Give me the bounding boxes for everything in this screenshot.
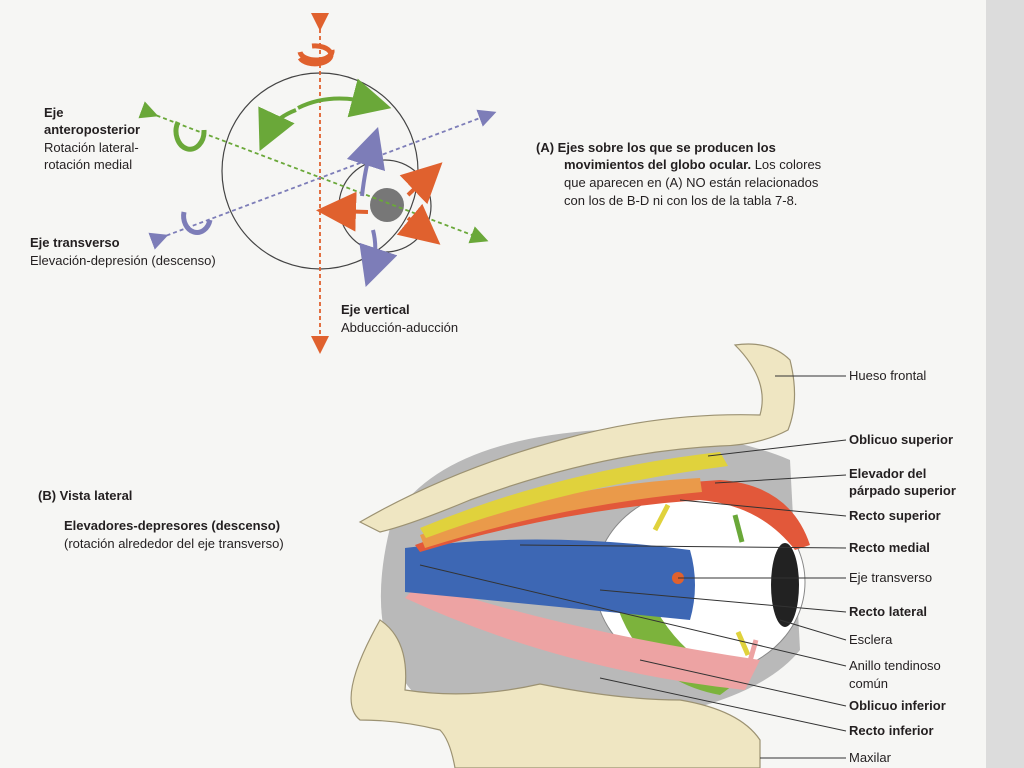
transverse-axis-desc: Elevación-depresión (descenso) (30, 253, 216, 268)
label-recto-medial: Recto medial (849, 540, 930, 555)
panel-b-title: (B) Vista lateral (38, 488, 133, 503)
label-eje-transverso: Eje transverso (849, 570, 933, 585)
label-anillo-line2: común (849, 676, 889, 691)
orange-arrow-left (316, 191, 369, 232)
label-anillo-line1: Anillo tendinoso (849, 658, 941, 673)
ap-axis-desc-line1: Rotación lateral- (44, 140, 139, 155)
green-arc-arrow-top (297, 78, 392, 118)
caption-line1: (A) Ejes sobre los que se producen los (536, 140, 776, 155)
superior-rectus-muscle (415, 480, 810, 552)
label-oblicuo-inferior: Oblicuo inferior (849, 698, 946, 713)
green-arc-arrow-left (258, 106, 297, 152)
label-leader-lines (419, 375, 847, 759)
vertical-axis-desc: Abducción-aducción (341, 320, 459, 335)
transverse-rotation-icon (181, 211, 213, 235)
elevation-arrow-1 (652, 503, 671, 532)
caption-line2-bold: movimientos del globo ocular. (564, 157, 752, 172)
vertical-axis-title: Eje vertical (341, 302, 410, 317)
purple-arc-arrow-bottom (359, 229, 398, 287)
lateral-rectus-muscle (405, 539, 695, 620)
superior-oblique-muscle (420, 452, 728, 538)
orange-arrow-down (396, 203, 441, 245)
purple-arc-arrow-top (346, 126, 385, 197)
caption-line2: movimientos del globo ocular. Los colore… (564, 157, 821, 173)
label-oblicuo-superior: Oblicuo superior (849, 432, 954, 447)
cornea (771, 543, 799, 627)
label-recto-lateral: Recto lateral (849, 604, 928, 619)
caption-line2-rest: Los colores (751, 157, 822, 172)
ap-axis-title-line2: anteroposterior (44, 122, 141, 137)
label-recto-superior: Recto superior (849, 508, 941, 523)
levator-palpebrae-muscle (420, 478, 702, 548)
panel-b-subtitle-bold: Elevadores-depresores (descenso) (64, 518, 281, 533)
transverse-axis-title: Eje transverso (30, 235, 120, 250)
orange-arrow-right (399, 162, 443, 205)
label-elevador-line1: Elevador del (849, 466, 927, 481)
panel-b-subtitle: (rotación alrededor del eje transverso) (64, 536, 284, 551)
frontal-bone (358, 343, 796, 533)
maxillary-bone (350, 619, 761, 768)
ap-axis-title-line1: Eje (44, 105, 64, 120)
label-recto-inferior: Recto inferior (849, 723, 934, 738)
elevation-arrow-2 (732, 514, 745, 543)
inferior-rectus-muscle (405, 582, 760, 690)
transverse-axis-line (148, 109, 497, 250)
depression-arrow-1 (735, 631, 751, 656)
ap-axis-desc-line2: rotación medial (44, 157, 133, 172)
label-hueso-frontal: Hueso frontal (849, 368, 927, 383)
caption-line4: con los de B-D ni con los de la tabla 7-… (564, 193, 798, 208)
label-esclera: Esclera (849, 632, 893, 647)
label-maxilar: Maxilar (849, 750, 891, 765)
page-edge-strip (986, 0, 1024, 768)
caption-line3: que aparecen en (A) NO están relacionado… (564, 175, 819, 190)
label-elevador-line2: párpado superior (849, 483, 956, 498)
